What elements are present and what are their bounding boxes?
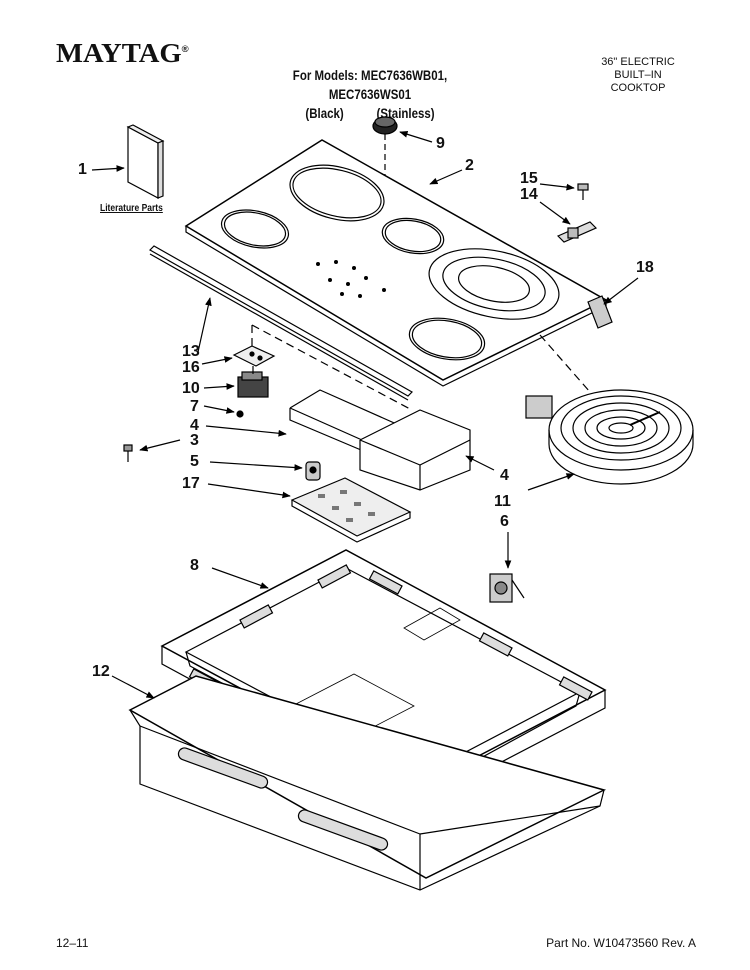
terminal-plate-17 [290,477,412,543]
finish-stainless: (Stainless) [376,105,435,121]
product-line-2: BUILT–IN [614,69,662,81]
callout-12: 12 [92,663,110,680]
footer-date: 12–11 [56,936,89,950]
plate-16 [232,345,276,367]
callout-14: 14 [520,186,538,203]
screw-3 [123,444,133,462]
brand-logo: MAYTAG® [56,38,189,69]
bottom-pan-12 [128,675,607,891]
screw-15 [577,183,589,200]
side-bracket-18 [587,295,613,329]
mounting-bracket-4b [359,409,471,491]
models-line: For Models: MEC7636WB01, MEC7636WS01 [292,67,448,102]
finish-black: (Black) [305,105,344,121]
product-description: 36" ELECTRIC BUILT–IN COOKTOP [568,56,708,95]
callout-13: 13 [182,343,200,360]
callout-15: 15 [520,170,538,187]
callout-2: 2 [465,157,474,174]
radiant-element-11 [525,389,694,485]
callout-17: 17 [182,475,200,492]
callout-6: 6 [500,513,509,530]
callout-4-left: 4 [190,417,199,434]
limiter-6 [489,573,525,603]
clip-5 [305,461,321,481]
literature-booklet [126,124,165,199]
callout-18: 18 [636,259,654,276]
callout-7: 7 [190,398,199,415]
glass-cooktop [184,139,608,387]
callout-16: 16 [182,359,200,376]
registered-mark: ® [181,44,189,54]
trim-strip [149,245,413,401]
callout-10: 10 [182,380,200,397]
bracket-14 [556,221,598,243]
nut-7 [236,410,244,418]
literature-parts-label: Literature Parts [100,203,163,214]
footer-part-number: Part No. W10473560 Rev. A [546,936,696,950]
callout-5: 5 [190,453,199,470]
product-line-3: COOKTOP [610,82,666,94]
callout-3: 3 [190,432,199,449]
infinite-switch-10 [237,366,269,398]
product-line-1: 36" ELECTRIC [601,56,675,68]
models-title: For Models: MEC7636WB01, MEC7636WS01 (Bl… [255,66,485,123]
brand-name: MAYTAG [56,38,182,68]
callout-11: 11 [494,493,511,510]
callout-4-right: 4 [500,467,509,484]
callout-1: 1 [78,161,87,178]
callout-9: 9 [436,135,445,152]
callout-8: 8 [190,557,199,574]
